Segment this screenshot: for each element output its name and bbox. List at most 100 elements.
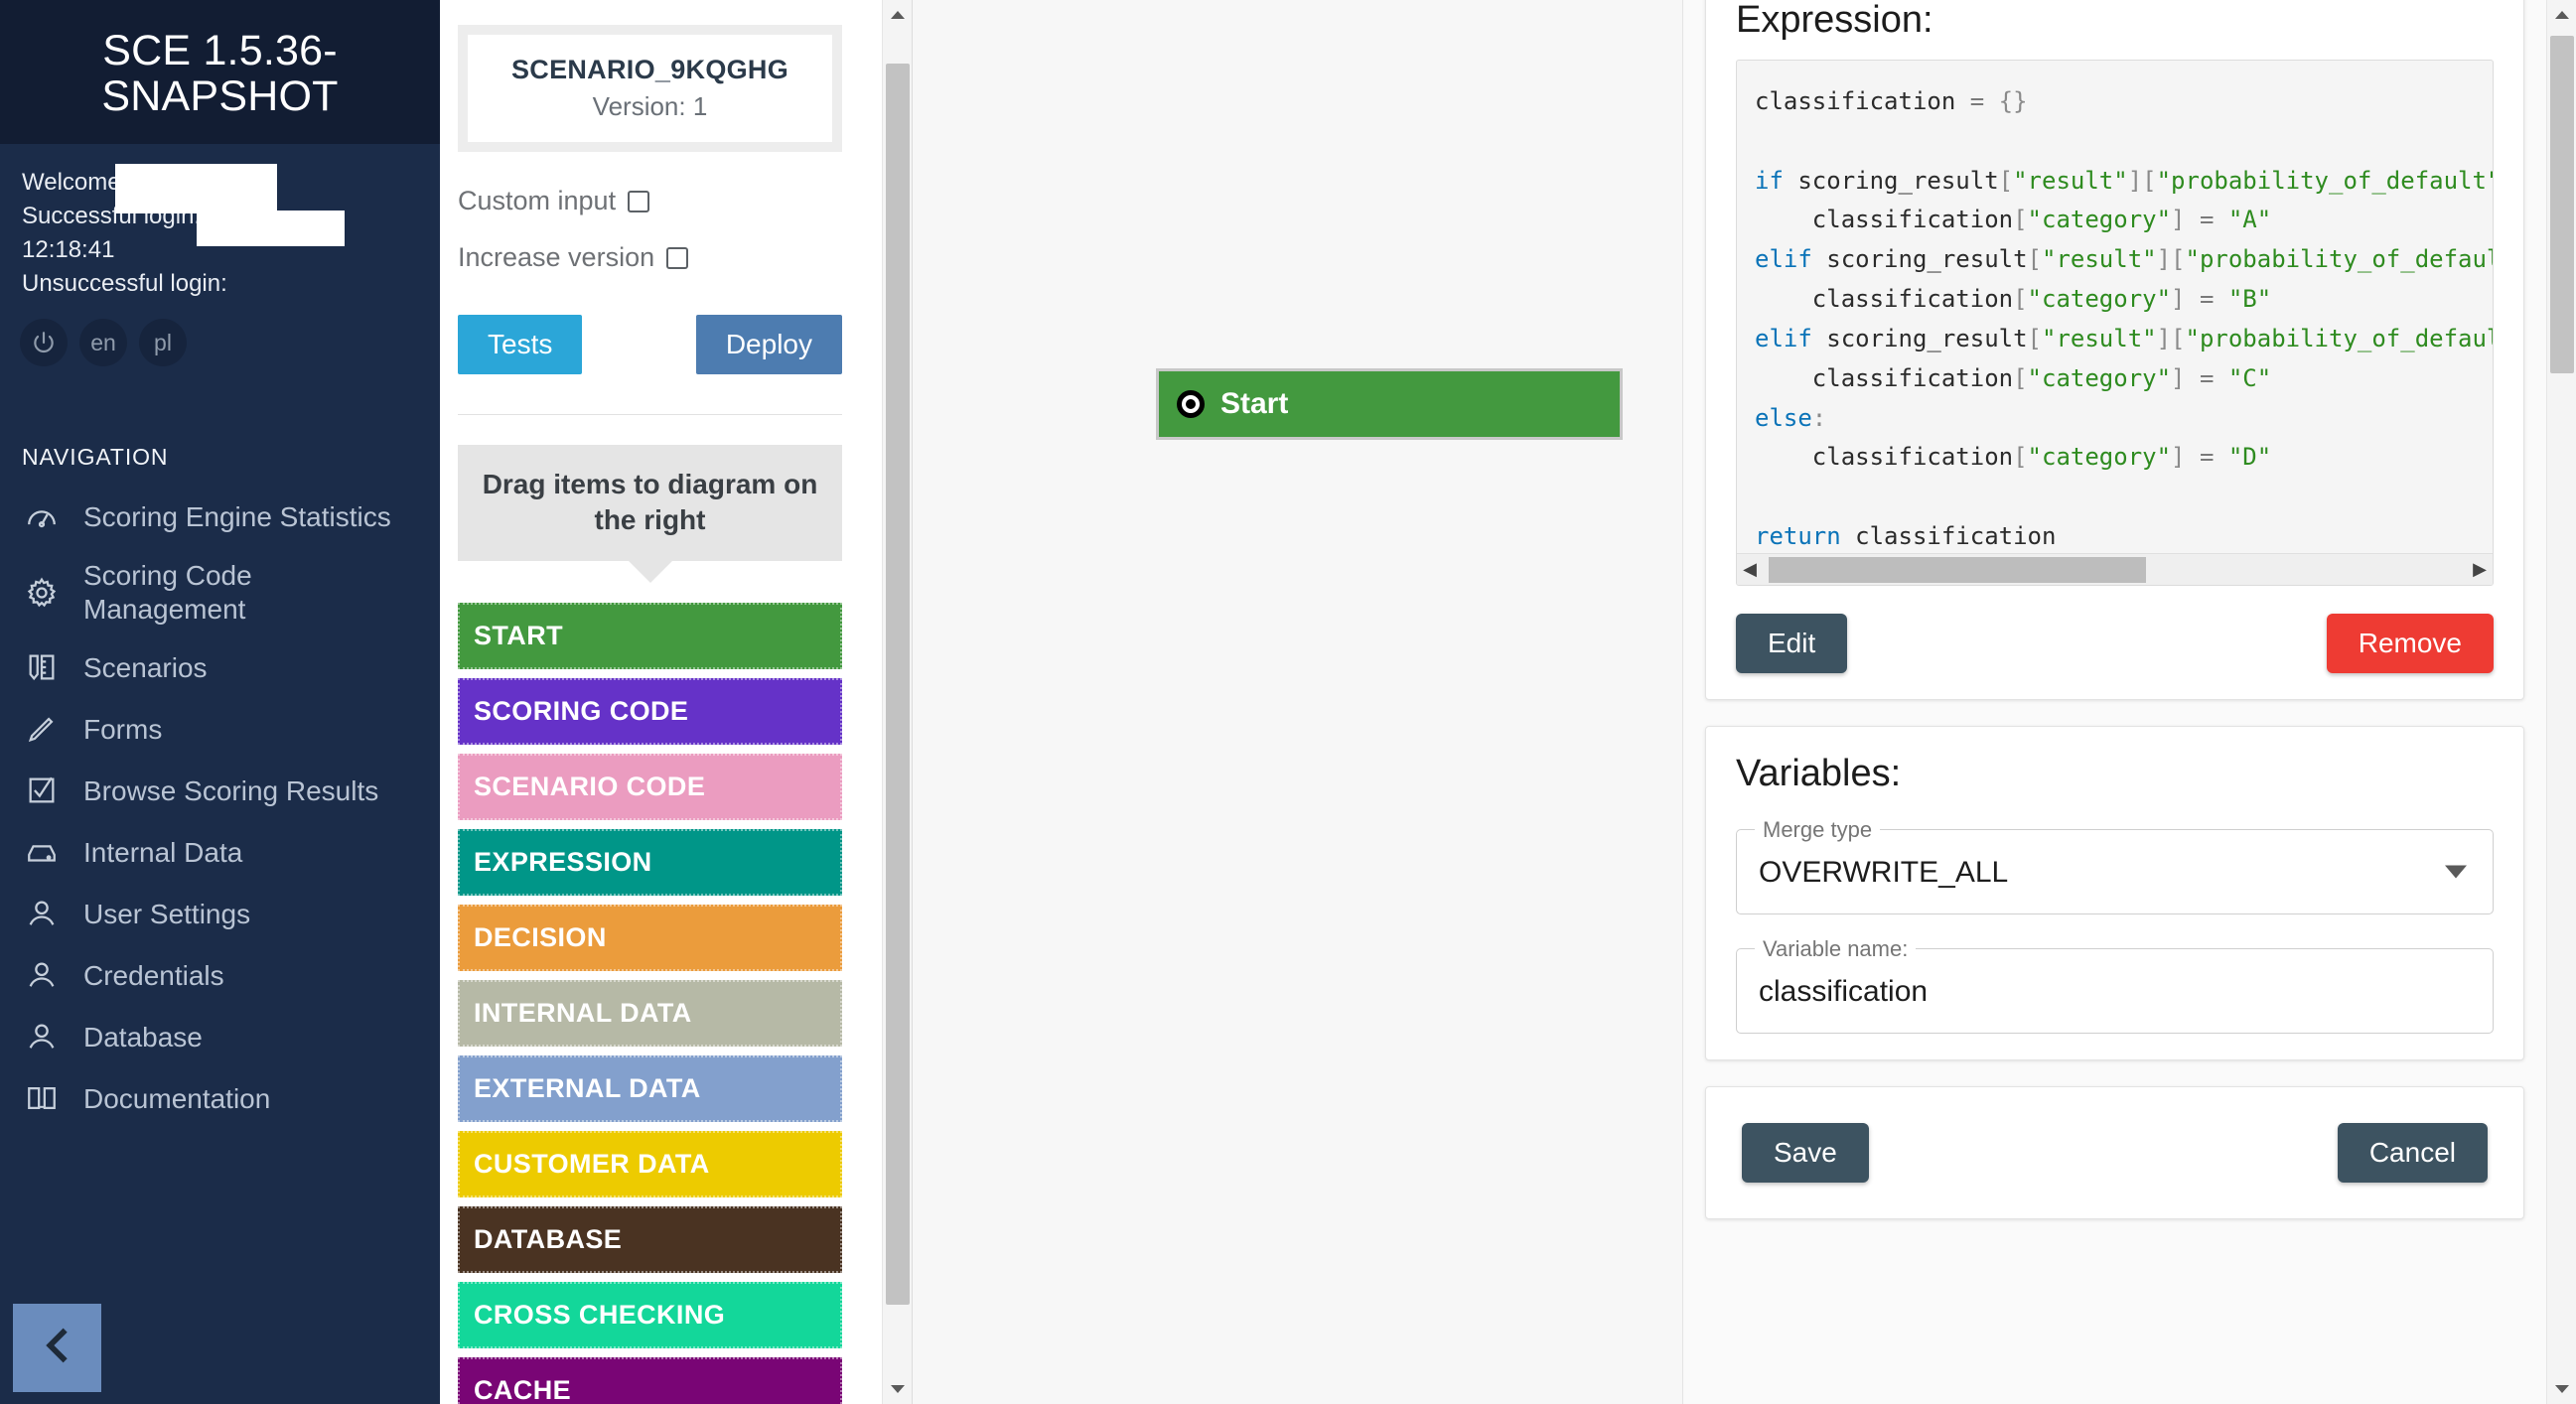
palette-scroll-thumb[interactable] (886, 64, 910, 1305)
palette-item-start[interactable]: START (458, 602, 842, 669)
welcome-label: Welcome (22, 168, 121, 196)
cancel-button[interactable]: Cancel (2337, 1123, 2488, 1183)
drag-hint-block: Drag items to diagram on the right (458, 445, 842, 583)
save-button[interactable]: Save (1742, 1123, 1869, 1183)
lang-pl-button[interactable]: pl (139, 319, 187, 367)
redacted-username (115, 163, 277, 213)
scenario-name: SCENARIO_9KQGHG (510, 55, 789, 84)
merge-type-value: OVERWRITE_ALL (1759, 856, 2009, 889)
scenario-info-card: SCENARIO_9KQGHG Version: 1 (458, 25, 842, 152)
expression-actions: Edit Remove (1736, 614, 2494, 673)
lang-en-button[interactable]: en (79, 319, 127, 367)
sidebar-item-database[interactable]: Database (0, 1006, 440, 1067)
sidebar-item-credentials[interactable]: Credentials (0, 944, 440, 1006)
palette-divider (458, 414, 842, 415)
scroll-up-icon[interactable] (2547, 0, 2576, 30)
merge-type-label: Merge type (1755, 817, 1881, 843)
drive-icon (22, 832, 62, 872)
palette-item-database[interactable]: DATABASE (458, 1205, 842, 1273)
sidebar-item-scoring-engine-statistics[interactable]: Scoring Engine Statistics (0, 487, 440, 548)
sidebar: SCE 1.5.36-SNAPSHOT Welcome Successful l… (0, 0, 440, 1404)
palette-item-scenario-code[interactable]: SCENARIO CODE (458, 753, 842, 820)
variable-name-value: classification (1759, 975, 1929, 1008)
custom-input-checkbox[interactable] (628, 190, 650, 212)
variable-name-label: Variable name: (1755, 936, 1917, 962)
increase-version-checkbox[interactable] (666, 246, 689, 269)
logout-button[interactable] (20, 319, 68, 367)
expression-code-viewer[interactable]: classification = {} if scoring_result["r… (1736, 60, 2494, 586)
tests-button[interactable]: Tests (458, 315, 583, 374)
expression-card: Expression: classification = {} if scori… (1705, 0, 2524, 700)
palette-item-external-data[interactable]: EXTERNAL DATA (458, 1054, 842, 1122)
sidebar-item-label: Forms (83, 713, 163, 745)
sidebar-item-label: Browse Scoring Results (83, 774, 379, 806)
sidebar-chip-row: en pl (0, 301, 440, 367)
merge-type-select[interactable]: Merge type OVERWRITE_ALL (1736, 817, 2494, 914)
scroll-down-icon[interactable] (883, 1374, 912, 1404)
navigation-heading: NAVIGATION (22, 444, 169, 471)
palette-item-list: START SCORING CODE SCENARIO CODE EXPRESSION… (458, 602, 842, 1404)
collapse-sidebar-button[interactable] (13, 1304, 101, 1392)
scroll-down-icon[interactable] (2547, 1374, 2576, 1404)
palette-item-scoring-code[interactable]: SCORING CODE (458, 677, 842, 745)
code-scroll-thumb[interactable] (1769, 556, 2146, 583)
palette-panel: SCENARIO_9KQGHG Version: 1 Custom input … (440, 0, 912, 1404)
node-handle-icon[interactable] (1177, 390, 1205, 418)
gauge-icon (22, 497, 62, 537)
chevron-left-icon (35, 1323, 80, 1373)
scenario-version: Version: 1 (592, 91, 708, 121)
book-icon (22, 1078, 62, 1118)
sidebar-item-label: Credentials (83, 959, 224, 991)
increase-version-row[interactable]: Increase version (458, 242, 842, 273)
custom-input-row[interactable]: Custom input (458, 186, 842, 216)
sidebar-item-browse-scoring-results[interactable]: Browse Scoring Results (0, 760, 440, 821)
successful-login-time: 12:18:41 (22, 236, 115, 264)
user-icon (22, 955, 62, 995)
redacted-login-date (197, 210, 345, 246)
custom-input-label: Custom input (458, 186, 617, 215)
code-horizontal-scrollbar[interactable]: ◀ ▶ (1737, 553, 2493, 585)
sidebar-item-forms[interactable]: Forms (0, 698, 440, 760)
properties-scrollbar[interactable] (2546, 0, 2576, 1404)
user-icon (22, 1017, 62, 1056)
chevron-down-icon[interactable] (2445, 865, 2467, 879)
expression-section-title: Expression: (1736, 0, 1933, 41)
scroll-up-icon[interactable] (883, 0, 912, 30)
palette-item-expression[interactable]: EXPRESSION (458, 828, 842, 896)
palette-item-cache[interactable]: CACHE (458, 1356, 842, 1404)
diagram-canvas[interactable]: Start ✖ Scoring Code ✖ Expression ✖ End (912, 0, 2488, 1404)
palette-item-customer-data[interactable]: CUSTOMER DATA (458, 1130, 842, 1197)
palette-item-internal-data[interactable]: INTERNAL DATA (458, 979, 842, 1047)
sidebar-item-user-settings[interactable]: User Settings (0, 883, 440, 944)
sidebar-item-label: Scoring Code Management (83, 560, 252, 625)
variable-name-input[interactable]: Variable name: classification (1736, 936, 2494, 1034)
sidebar-item-documentation[interactable]: Documentation (0, 1067, 440, 1129)
properties-scroll-thumb[interactable] (2550, 36, 2574, 373)
properties-panel: Expression: classification = {} if scori… (1682, 0, 2576, 1404)
scroll-right-icon[interactable]: ▶ (2473, 559, 2487, 579)
deploy-button[interactable]: Deploy (695, 315, 842, 374)
edit-button[interactable]: Edit (1736, 614, 1848, 673)
drag-hint-text: Drag items to diagram on the right (458, 445, 842, 561)
sidebar-item-scenarios[interactable]: Scenarios (0, 636, 440, 698)
palette-scrollbar[interactable] (882, 0, 912, 1404)
remove-button[interactable]: Remove (2326, 614, 2494, 673)
pencil-icon (22, 709, 62, 749)
navigation-list: Scoring Engine Statistics Scoring Code M… (0, 481, 440, 1129)
sidebar-item-scoring-code-management[interactable]: Scoring Code Management (0, 548, 440, 636)
sidebar-item-label: Scoring Engine Statistics (83, 501, 391, 533)
sidebar-item-label: Scenarios (83, 651, 208, 683)
diagram-node-start[interactable]: Start (1156, 368, 1623, 440)
sidebar-item-label: Documentation (83, 1082, 271, 1114)
sidebar-item-label: Database (83, 1021, 203, 1053)
unsuccessful-login-label: Unsuccessful login: (22, 270, 227, 298)
ruler-pencil-icon (22, 647, 62, 687)
code-scroll-track[interactable] (1763, 556, 2467, 583)
scroll-left-icon[interactable]: ◀ (1743, 559, 1757, 579)
palette-item-cross-checking[interactable]: CROSS CHECKING (458, 1281, 842, 1348)
checkbox-icon (22, 771, 62, 810)
palette-item-decision[interactable]: DECISION (458, 904, 842, 971)
sidebar-item-internal-data[interactable]: Internal Data (0, 821, 440, 883)
app-brand-title: SCE 1.5.36-SNAPSHOT (0, 0, 440, 144)
